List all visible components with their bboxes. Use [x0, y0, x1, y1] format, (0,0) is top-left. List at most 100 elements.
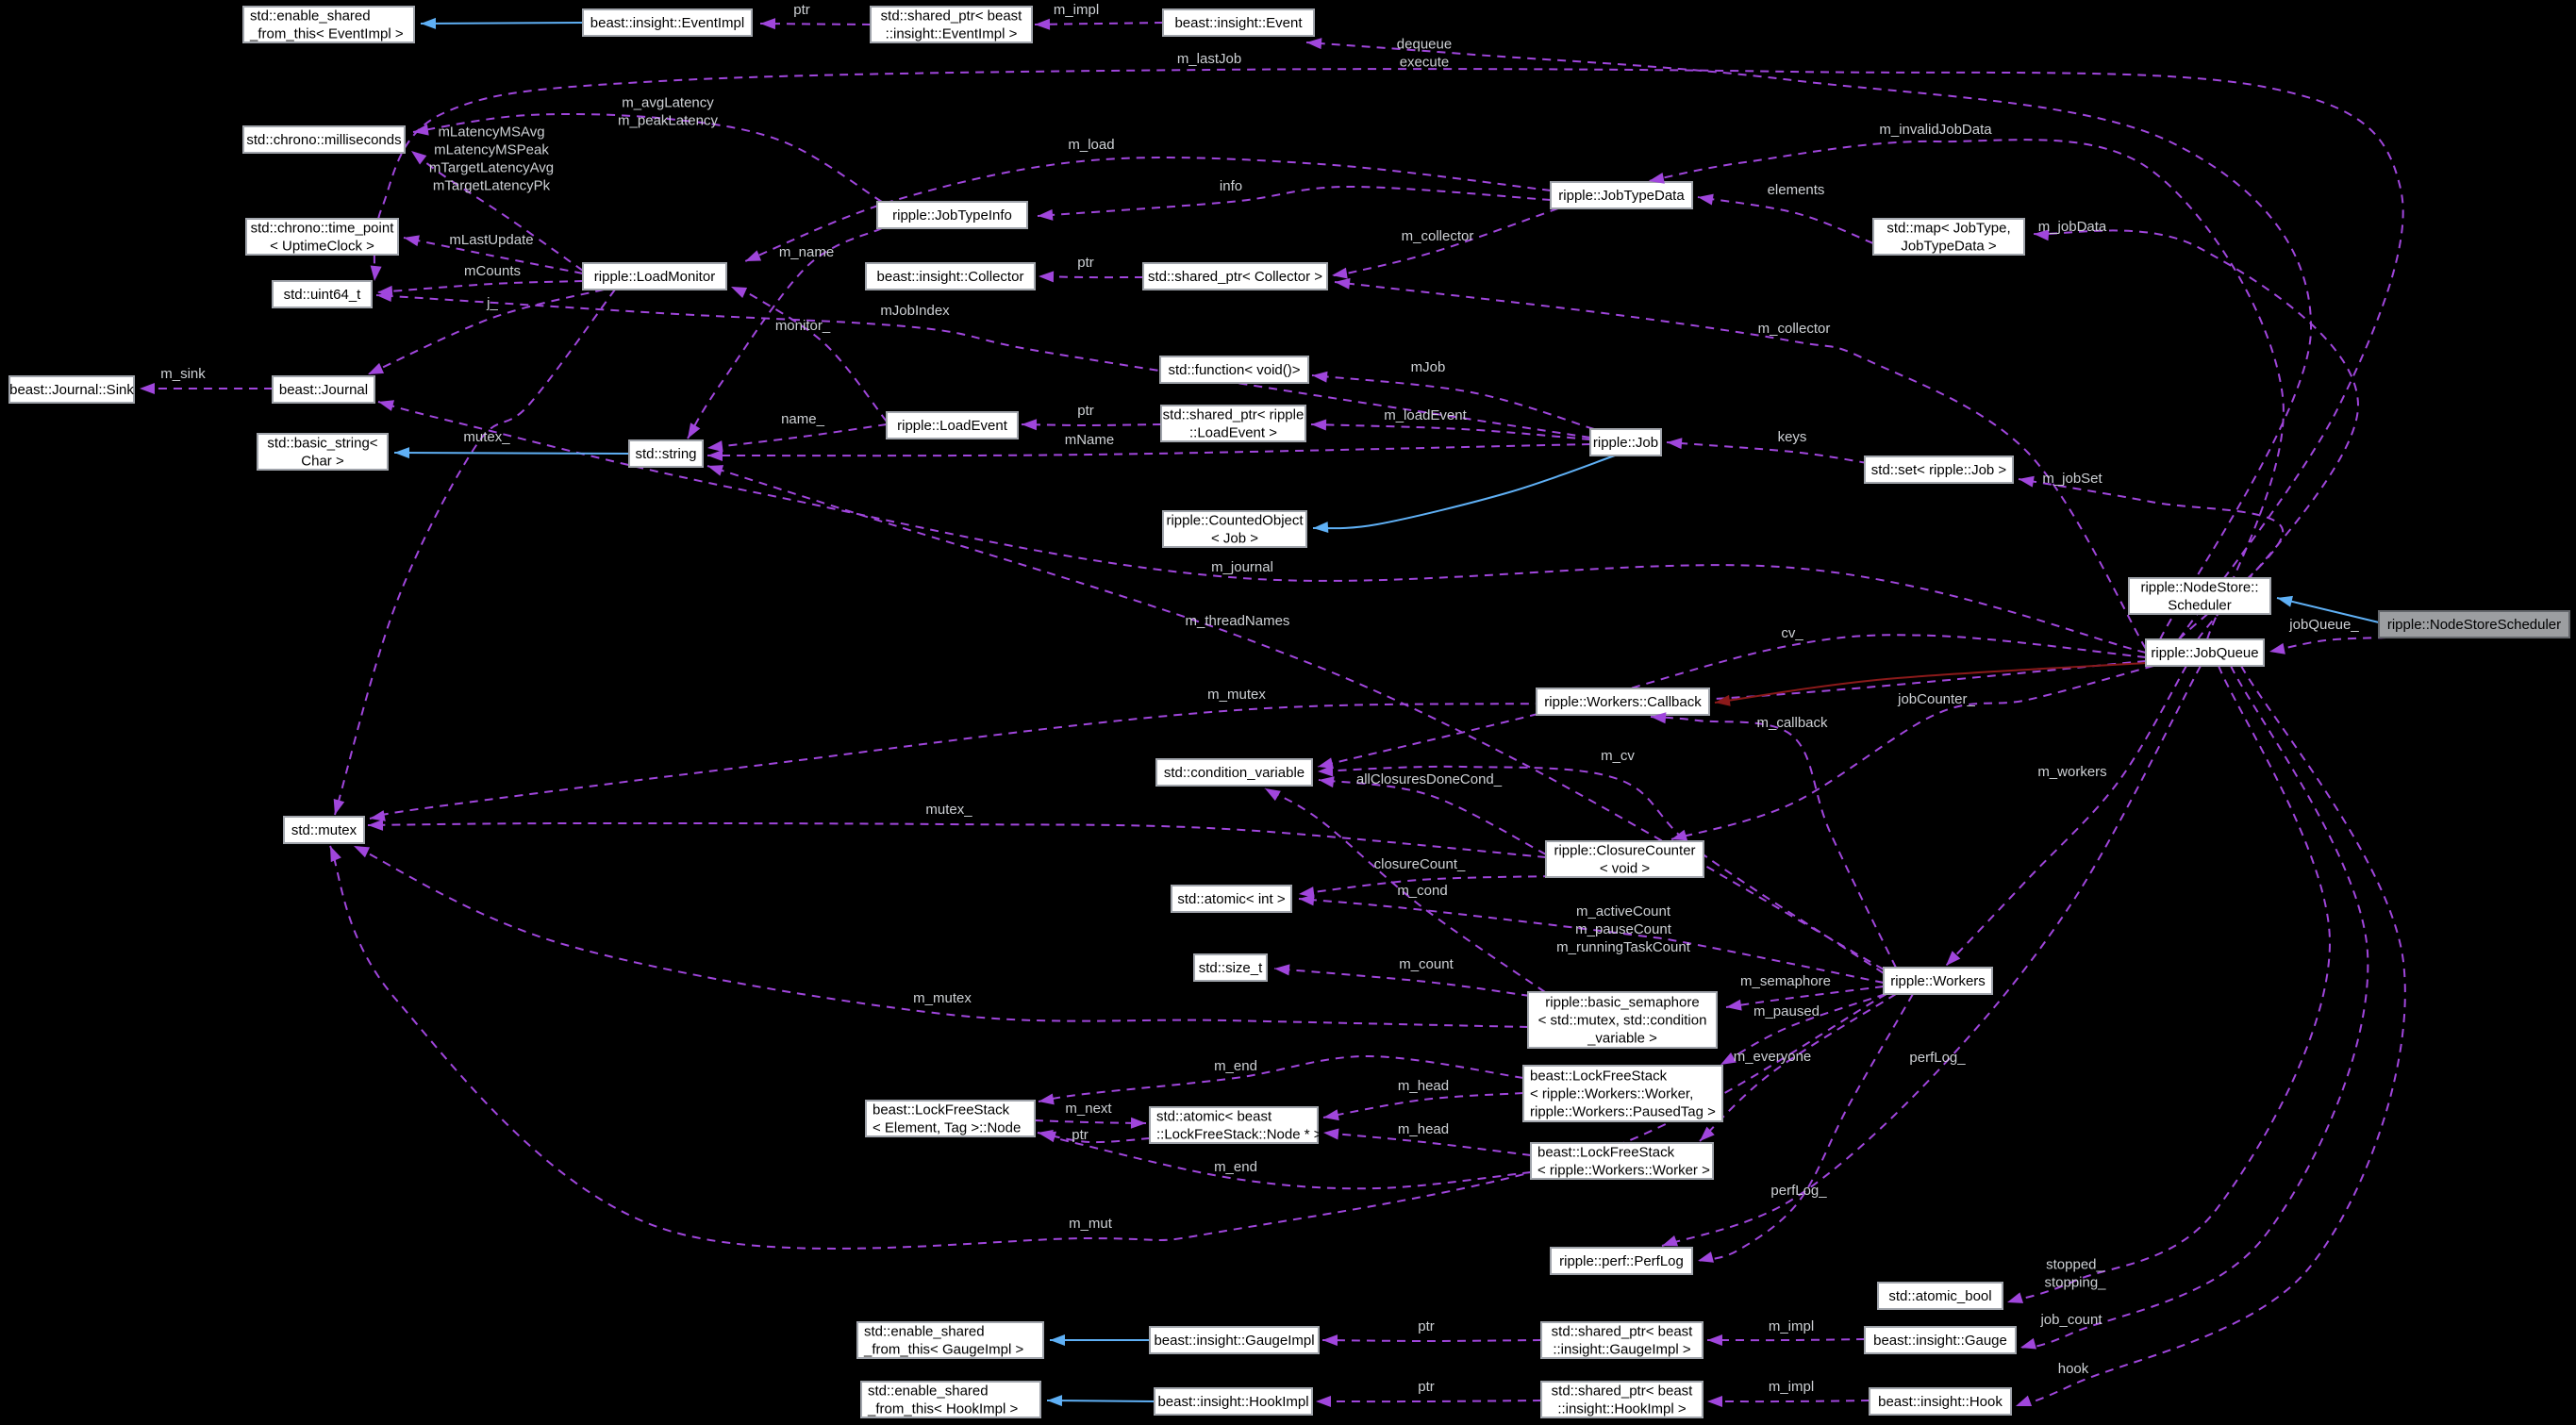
- node-jtd[interactable]: ripple::JobTypeData: [1550, 181, 1693, 209]
- node-collector[interactable]: beast::insight::Collector: [865, 262, 1036, 290]
- node-event[interactable]: beast::insight::Event: [1162, 8, 1315, 37]
- arrowhead: [1946, 951, 1961, 966]
- node-at_int[interactable]: std::atomic< int >: [1171, 885, 1292, 913]
- node-size_t[interactable]: std::size_t: [1193, 953, 1268, 982]
- node-label: < void >: [1600, 861, 1651, 877]
- node-label: ::insight::EventImpl >: [886, 26, 1018, 42]
- arrowhead: [354, 846, 371, 858]
- node-jti[interactable]: ripple::JobTypeInfo: [876, 201, 1028, 229]
- node-ns_sched[interactable]: ripple::NodeStore::Scheduler: [2128, 577, 2271, 615]
- edge-jobqueue-jtd: [1648, 139, 2285, 640]
- node-func[interactable]: std::function< void()>: [1159, 356, 1309, 384]
- edge-label: m_avgLatency: [622, 95, 714, 111]
- edge-label: cv_: [1781, 625, 1803, 641]
- edge-label: stopped_: [2046, 1257, 2104, 1273]
- node-label: Char >: [301, 454, 344, 470]
- edge-label: ptr: [1418, 1318, 1435, 1334]
- node-closure[interactable]: ripple::ClosureCounter< void >: [1545, 840, 1704, 878]
- edge-label: m_workers: [2037, 764, 2106, 780]
- node-loadmon[interactable]: ripple::LoadMonitor: [582, 262, 727, 290]
- node-set[interactable]: std::set< ripple::Job >: [1864, 456, 2014, 484]
- arrowhead: [2277, 595, 2293, 607]
- arrowhead: [2020, 1337, 2037, 1350]
- node-lfs_paused[interactable]: beast::LockFreeStack< ripple::Workers::W…: [1522, 1065, 1723, 1122]
- node-label: std::atomic_bool: [1888, 1288, 1991, 1304]
- node-sp_hook[interactable]: std::shared_ptr< beast::insight::HookImp…: [1540, 1381, 1703, 1418]
- node-label: < ripple::Workers::Worker,: [1530, 1086, 1693, 1102]
- node-label: std::shared_ptr< ripple: [1163, 407, 1305, 423]
- node-ens_hook[interactable]: std::enable_shared_from_this< HookImpl >: [860, 1381, 1041, 1418]
- node-jobqueue[interactable]: ripple::JobQueue: [2145, 638, 2265, 667]
- node-ens_gauge[interactable]: std::enable_shared_from_this< GaugeImpl …: [856, 1321, 1044, 1359]
- node-eventimpl[interactable]: beast::insight::EventImpl: [582, 8, 753, 37]
- node-label: ripple::perf::PerfLog: [1559, 1253, 1684, 1269]
- node-map[interactable]: std::map< JobType,JobTypeData >: [1872, 218, 2025, 256]
- node-sp_collector[interactable]: std::shared_ptr< Collector >: [1142, 262, 1328, 290]
- node-label: std::atomic< beast: [1156, 1109, 1272, 1125]
- node-label: beast::insight::HookImpl: [1157, 1394, 1308, 1410]
- node-condvar[interactable]: std::condition_variable: [1155, 758, 1313, 787]
- node-sem[interactable]: ripple::basic_semaphore< std::mutex, std…: [1527, 991, 1718, 1049]
- edge-loadmon-journal: [367, 289, 605, 375]
- node-label: JobTypeData >: [1901, 239, 1997, 255]
- node-loadevent[interactable]: ripple::LoadEvent: [886, 411, 1019, 439]
- node-u64[interactable]: std::uint64_t: [272, 280, 373, 308]
- node-perflog[interactable]: ripple::perf::PerfLog: [1550, 1247, 1693, 1275]
- node-mutex[interactable]: std::mutex: [283, 816, 365, 844]
- edge-job-sp_loadevent: [1310, 423, 1591, 440]
- edge-map-jtd: [1697, 196, 1874, 244]
- arrowhead: [1274, 964, 1290, 976]
- arrowhead: [411, 151, 427, 165]
- node-ms[interactable]: std::chrono::milliseconds: [242, 125, 406, 154]
- edge-label: ptr: [1077, 255, 1094, 271]
- edge-gauge-sp_gauge: [1706, 1338, 1866, 1342]
- edge-sp_collector-collector: [1038, 275, 1144, 279]
- edge-jti-string: [687, 227, 883, 439]
- node-sp_eventimpl[interactable]: std::shared_ptr< beast::insight::EventIm…: [870, 6, 1033, 43]
- node-tp[interactable]: std::chrono::time_point< UptimeClock >: [245, 218, 399, 256]
- edge-loadevent-string: [706, 423, 888, 449]
- edge-label: mutex_: [463, 429, 510, 445]
- node-hookimpl[interactable]: beast::insight::HookImpl: [1154, 1387, 1313, 1416]
- node-at_node[interactable]: std::atomic< beast::LockFreeStack::Node …: [1149, 1106, 1322, 1144]
- node-string[interactable]: std::string: [628, 439, 704, 468]
- node-gauge[interactable]: beast::insight::Gauge: [1864, 1326, 2017, 1354]
- edge-label: m_end: [1214, 1159, 1257, 1175]
- node-lfs_worker[interactable]: beast::LockFreeStack< ripple::Workers::W…: [1530, 1142, 1714, 1180]
- node-label: std::shared_ptr< beast: [881, 8, 1023, 25]
- edge-label: dequeue: [1397, 37, 1452, 53]
- node-ens_event[interactable]: std::enable_shared_from_this< EventImpl …: [242, 6, 415, 43]
- node-lfs_node[interactable]: beast::LockFreeStack< Element, Tag >::No…: [865, 1100, 1036, 1137]
- node-label: ripple::JobQueue: [2151, 645, 2258, 661]
- arrowhead: [1720, 1052, 1737, 1065]
- node-job[interactable]: ripple::Job: [1589, 428, 1662, 456]
- node-co_job[interactable]: ripple::CountedObject< Job >: [1162, 510, 1307, 548]
- node-callback[interactable]: ripple::Workers::Callback: [1536, 688, 1710, 716]
- node-label: std::shared_ptr< Collector >: [1148, 269, 1322, 285]
- edge-workers-perflog: [1697, 993, 1914, 1262]
- arrowhead: [1313, 522, 1329, 534]
- node-label: ripple::JobTypeData: [1558, 188, 1685, 204]
- edge-loadmon-ms: [410, 150, 584, 272]
- node-sink[interactable]: beast::Journal::Sink: [8, 375, 135, 404]
- node-label: std::enable_shared: [250, 8, 371, 25]
- edge-set-job: [1666, 441, 1869, 464]
- node-at_bool[interactable]: std::atomic_bool: [1877, 1282, 2003, 1310]
- node-sp_gauge[interactable]: std::shared_ptr< beast::insight::GaugeIm…: [1540, 1321, 1703, 1359]
- arrowhead: [688, 423, 701, 439]
- edge-jobqueue-callback: [1714, 662, 2147, 704]
- edge-label: jobCounter_: [1897, 691, 1975, 707]
- node-workers[interactable]: ripple::Workers: [1883, 967, 1993, 995]
- node-label: ripple::NodeStore::: [2140, 580, 2258, 596]
- node-journal[interactable]: beast::Journal: [272, 375, 375, 404]
- node-hook[interactable]: beast::insight::Hook: [1869, 1387, 2012, 1416]
- node-nss[interactable]: ripple::NodeStoreScheduler: [2378, 610, 2570, 638]
- edge-lfs_paused-lfs_node: [1038, 1054, 1524, 1102]
- node-sp_loadevent[interactable]: std::shared_ptr< ripple::LoadEvent >: [1160, 405, 1306, 442]
- node-gaugeimpl[interactable]: beast::insight::GaugeImpl: [1149, 1326, 1320, 1354]
- edge-jobqueue-hook: [2015, 665, 2406, 1407]
- node-label: std::chrono::milliseconds: [246, 132, 401, 148]
- node-bstring[interactable]: std::basic_string<Char >: [257, 433, 389, 471]
- edge-jobqueue-set: [2018, 478, 2285, 640]
